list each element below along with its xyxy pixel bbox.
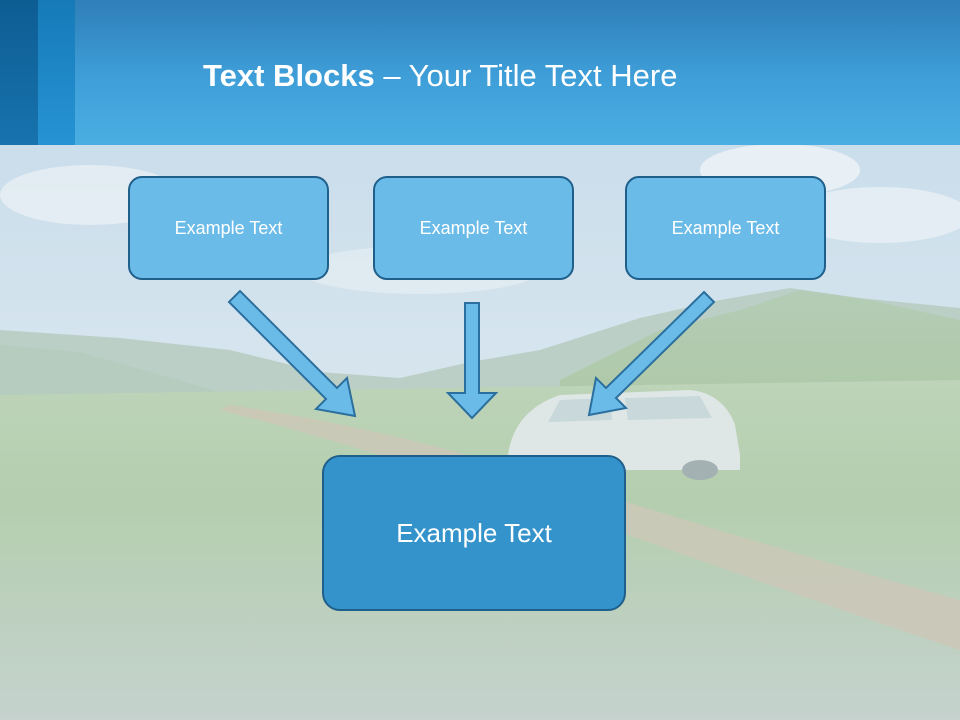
title-header-band: Text Blocks – Your Title Text Here <box>0 0 960 145</box>
title-bold-part: Text Blocks <box>203 58 375 93</box>
text-block-1[interactable]: Example Text <box>128 176 329 280</box>
title-light-part: Your Title Text Here <box>408 58 678 93</box>
header-stripe-dark <box>0 0 38 145</box>
car-shape <box>508 390 740 480</box>
header-stripe-mid <box>38 0 75 145</box>
arrow-left-diagonal <box>227 289 357 418</box>
main-text-block[interactable]: Example Text <box>322 455 626 611</box>
main-text-block-label: Example Text <box>396 517 552 548</box>
text-block-3[interactable]: Example Text <box>625 176 826 280</box>
text-block-3-label: Example Text <box>671 217 780 238</box>
arrow-right-diagonal <box>587 290 716 417</box>
text-block-2-label: Example Text <box>419 217 528 238</box>
text-block-2[interactable]: Example Text <box>373 176 574 280</box>
text-block-1-label: Example Text <box>174 217 283 238</box>
slide-title: Text Blocks – Your Title Text Here <box>203 56 677 96</box>
title-dash: – <box>374 58 409 93</box>
arrow-center-down <box>445 302 499 420</box>
